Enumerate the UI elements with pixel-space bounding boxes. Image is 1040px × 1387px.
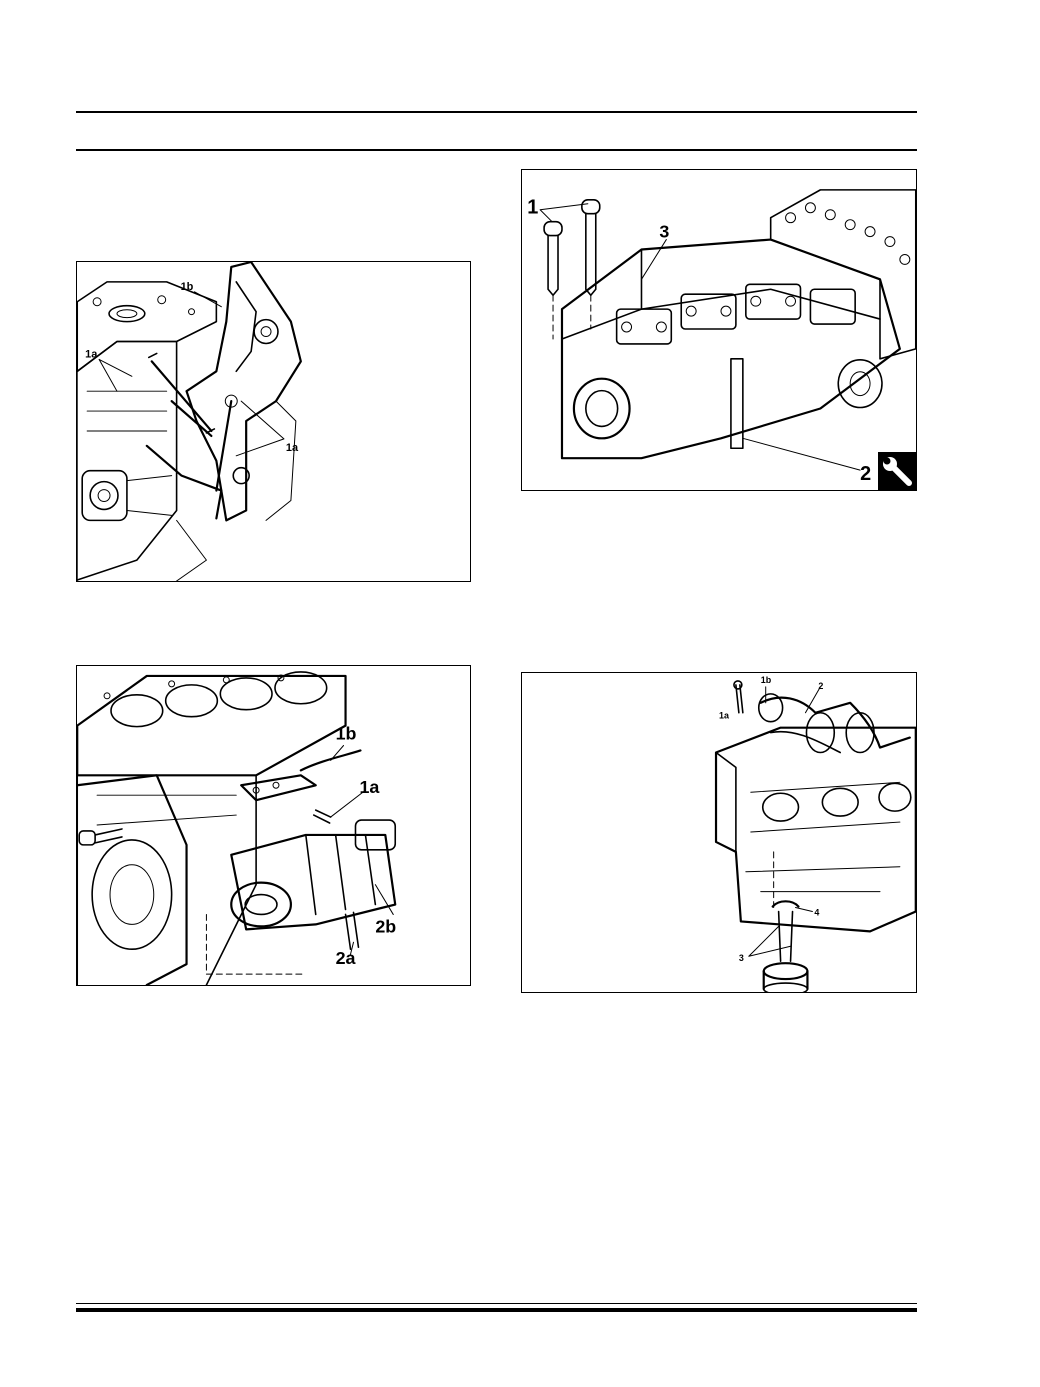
bearing-caps-illustration: 1 3 2 (527, 189, 916, 485)
label-1b: 1b (181, 281, 194, 293)
label-1: 1 (527, 197, 538, 219)
label-1a: 1a (719, 711, 730, 721)
starter-motor-illustration: 1b 1a 2b 2a (77, 671, 397, 985)
figure-bearing-caps: 1 3 2 (521, 169, 917, 491)
label-2a: 2a (336, 948, 357, 968)
label-1b: 1b (761, 675, 772, 685)
footer-rule-thick (76, 1308, 917, 1312)
label-1b: 1b (336, 724, 357, 744)
footer-rule-thin (76, 1303, 917, 1304)
label-3: 3 (739, 953, 744, 963)
label-1a-left: 1a (85, 348, 98, 360)
label-2: 2 (818, 681, 823, 691)
header-rule-bottom (76, 149, 917, 151)
figure-engine-bracket: 1b 1a 1a (76, 261, 471, 582)
figure-crankshaft-piston: 1b 2 1a 4 3 (521, 672, 917, 993)
crankshaft-piston-illustration: 1b 2 1a 4 3 (714, 675, 916, 992)
label-1a-right: 1a (286, 442, 299, 454)
wrench-icon (878, 452, 916, 490)
label-2b: 2b (375, 916, 396, 936)
label-3: 3 (659, 222, 669, 242)
figure-starter-motor: 1b 1a 2b 2a (76, 665, 471, 986)
label-1a: 1a (359, 777, 380, 797)
engine-bracket-illustration: 1b 1a 1a (77, 262, 302, 581)
header-rule-top (76, 111, 917, 113)
label-4: 4 (814, 907, 819, 917)
label-2: 2 (860, 463, 871, 485)
